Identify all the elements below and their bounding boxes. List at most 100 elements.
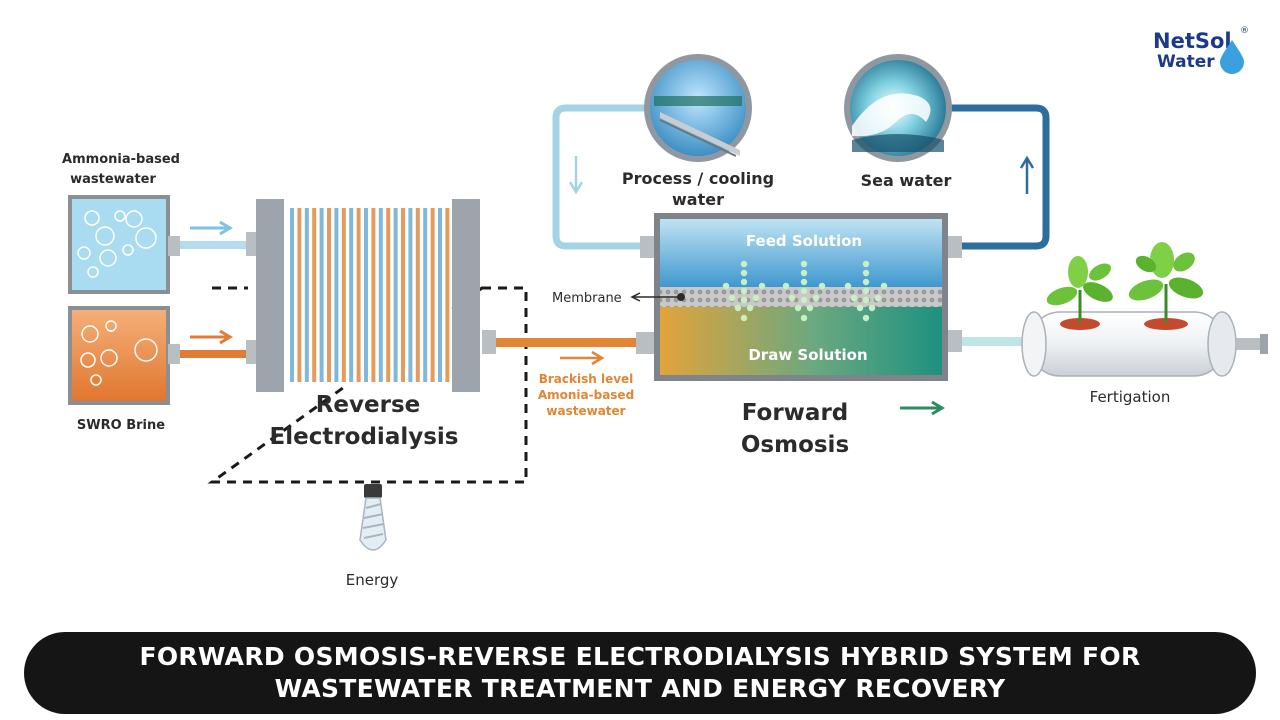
- input-pipes: [168, 232, 258, 364]
- brine-label: SWRO Brine: [77, 418, 165, 433]
- brine-tank: [68, 306, 170, 405]
- sea-water-loop: [948, 104, 1050, 250]
- water-flux-dot: [740, 269, 748, 277]
- water-flux-dot: [850, 294, 858, 302]
- membrane-stripe: [445, 208, 450, 382]
- ammonia-label-2: wastewater: [70, 172, 156, 187]
- water-flux-dot: [794, 304, 802, 312]
- water-flux-dot: [788, 294, 796, 302]
- sea-water-label: Sea water: [861, 171, 952, 190]
- membrane-label: Membrane: [552, 291, 622, 306]
- water-flux-dot: [874, 294, 882, 302]
- feed-solution-chamber: [660, 219, 942, 287]
- output-label-2: Amonia-based: [538, 388, 634, 402]
- draw-solution-label: Draw Solution: [748, 346, 867, 364]
- water-flux-dot: [740, 314, 748, 322]
- membrane-stripe: [327, 208, 331, 382]
- water-flux-dot: [862, 260, 870, 268]
- red-title-2: Electrodialysis: [270, 424, 459, 450]
- fertigation-label: Fertigation: [1090, 388, 1171, 406]
- membrane-stripe: [371, 208, 376, 382]
- output-pipe: [482, 330, 654, 354]
- forward-osmosis-unit: [640, 213, 962, 381]
- output-label-3: wastewater: [546, 404, 625, 418]
- membrane-stripe: [423, 208, 428, 382]
- logo-line-2: Water: [1157, 52, 1215, 72]
- fertigation-unit: [1021, 242, 1268, 377]
- water-flux-dot: [806, 304, 814, 312]
- process-water-label-2: water: [672, 190, 724, 209]
- lightbulb-icon: [359, 484, 387, 551]
- output-label-1: Brackish level: [539, 372, 634, 386]
- water-flux-dot: [740, 260, 748, 268]
- water-drop-icon: [1220, 40, 1244, 74]
- membrane-stripe: [408, 208, 413, 382]
- membrane-stripe: [341, 208, 346, 382]
- water-flux-dot: [722, 282, 730, 290]
- energy-boundary: [207, 286, 528, 484]
- water-flux-dot: [862, 314, 870, 322]
- banner-title-line-2: WASTEWATER TREATMENT AND ENERGY RECOVERY: [274, 674, 1006, 703]
- outflow-arrow-icon: [560, 350, 605, 366]
- logo-line-1: NetSol: [1153, 29, 1232, 53]
- membrane-stripe: [319, 208, 324, 382]
- fertigation-pipe: [962, 337, 1032, 346]
- membrane-stripe: [356, 208, 361, 382]
- title-banner: FORWARD OSMOSIS-REVERSE ELECTRODIALYSIS …: [24, 632, 1256, 714]
- water-flux-dot: [734, 304, 742, 312]
- sea-water-image: [844, 54, 952, 162]
- membrane-stripe: [430, 208, 435, 382]
- down-arrow-icon: [568, 156, 584, 195]
- process-water-label-1: Process / cooling: [622, 169, 774, 188]
- netsol-logo: NetSol Water ®: [1153, 26, 1249, 74]
- membrane-pointer: [630, 292, 680, 302]
- water-flux-dot: [880, 282, 888, 290]
- membrane-stripe: [386, 208, 391, 382]
- membrane-stripe: [401, 208, 405, 382]
- water-flux-dot: [862, 287, 870, 295]
- water-flux-dot: [740, 296, 748, 304]
- water-flux-dot: [812, 294, 820, 302]
- water-flux-dot: [800, 278, 808, 286]
- water-flux-dot: [800, 260, 808, 268]
- membrane-stripe: [415, 208, 420, 382]
- feed-solution-label: Feed Solution: [746, 232, 862, 250]
- reverse-electrodialysis-stack: [256, 199, 480, 392]
- membrane-stripe: [297, 208, 302, 382]
- water-flux-dot: [800, 314, 808, 322]
- water-flux-dot: [868, 304, 876, 312]
- process-water-loop: [552, 104, 648, 250]
- membrane-stripe: [393, 208, 398, 382]
- membrane-stripe: [349, 208, 354, 382]
- fo-title-2: Osmosis: [741, 432, 849, 458]
- ammonia-tank: [68, 195, 170, 294]
- membrane-stripe: [290, 208, 294, 382]
- membrane-stripe: [378, 208, 383, 382]
- inflow-arrow-blue-icon: [190, 220, 233, 236]
- water-flux-dot: [800, 296, 808, 304]
- fo-title-1: Forward: [742, 400, 849, 426]
- water-flux-dot: [746, 304, 754, 312]
- ammonia-label-1: Ammonia-based: [62, 152, 180, 167]
- water-flux-dot: [758, 282, 766, 290]
- water-flux-dot: [740, 287, 748, 295]
- registered-mark: ®: [1240, 26, 1249, 36]
- membrane-layer: [660, 287, 942, 307]
- membrane-stripe: [312, 208, 317, 382]
- membrane-stripe: [304, 208, 309, 382]
- membrane-stripe: [364, 208, 368, 382]
- water-flux-dot: [862, 296, 870, 304]
- membrane-pointer-dot: [677, 293, 685, 301]
- water-flux-dot: [818, 282, 826, 290]
- water-flux-dot: [800, 287, 808, 295]
- up-arrow-icon: [1019, 155, 1035, 194]
- water-flux-dot: [752, 294, 760, 302]
- water-flux-dot: [862, 278, 870, 286]
- water-flux-dot: [862, 269, 870, 277]
- process-water-image: [644, 54, 752, 162]
- water-flux-dot: [740, 278, 748, 286]
- water-flux-dot: [782, 282, 790, 290]
- water-flux-dot: [800, 269, 808, 277]
- fo-flow-arrow-icon: [900, 400, 945, 416]
